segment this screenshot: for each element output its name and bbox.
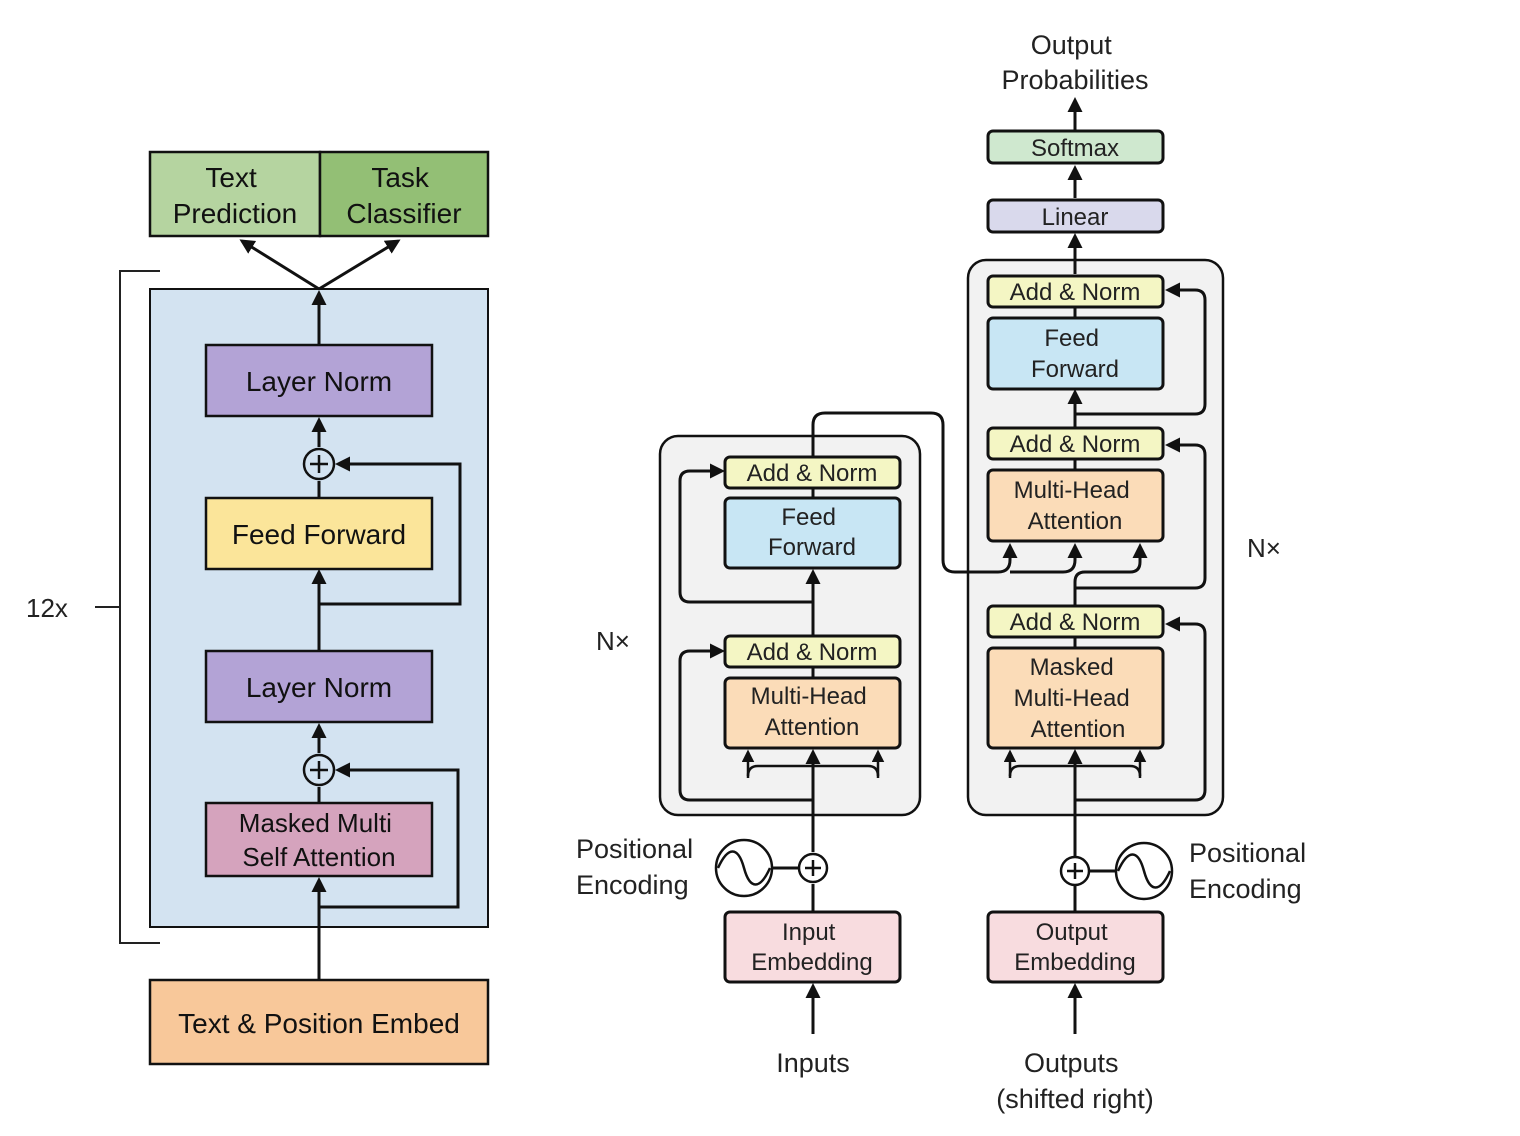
arrow-to-text-prediction	[239, 239, 320, 291]
decoder-add-norm-1	[986, 274, 1165, 309]
softmax-label: Softmax	[1031, 135, 1119, 162]
add-circle-icon	[1059, 855, 1091, 887]
decoder-repeat-label: N×	[1247, 533, 1281, 563]
inputs-label: Inputs	[776, 1048, 850, 1078]
arrow-to-task-classifier	[318, 239, 401, 291]
linear-box	[986, 198, 1165, 234]
decoder-residual-3	[1075, 282, 1207, 416]
encoder-attention-label: Multi-Head Attention	[751, 683, 874, 741]
decoder-residual-2	[1075, 437, 1207, 590]
layer-norm-bottom-box	[204, 649, 434, 724]
sine-wave-icon	[1114, 841, 1174, 901]
encoder-add-norm-top	[723, 455, 902, 490]
decoder-masked-attention	[986, 646, 1165, 750]
decoder-add-norm-2	[986, 426, 1165, 461]
transformer-diagram: N× N× Positional Encoding	[576, 30, 1314, 1114]
task-classifier-box	[318, 150, 490, 238]
encoder-add-norm-top-label: Add & Norm	[747, 460, 878, 487]
encoder-add-norm-bottom-label: Add & Norm	[747, 639, 878, 666]
layer-norm-bottom-label: Layer Norm	[246, 672, 392, 703]
layer-norm-top-label: Layer Norm	[246, 366, 392, 397]
encoder-to-decoder-v	[1010, 543, 1083, 574]
text-prediction-label: Text Prediction	[173, 162, 298, 229]
sine-wave-icon	[714, 838, 774, 898]
positional-encoding-right-label: Positional Encoding	[1189, 838, 1314, 904]
decoder-add-norm-2-label: Add & Norm	[1010, 431, 1141, 458]
decoder-add-norm-1-label: Add & Norm	[1010, 279, 1141, 306]
feed-forward-label: Feed Forward	[232, 519, 406, 550]
add-circle-icon	[797, 852, 829, 884]
gpt-diagram: Text Prediction Task Classifier 12x	[26, 150, 490, 1066]
decoder-cross-attention-label: Multi-Head Attention	[1014, 477, 1137, 535]
output-probabilities-label: Output Probabilities	[1001, 30, 1148, 95]
masked-attention-label: Masked Multi Self Attention	[239, 808, 399, 872]
text-position-embed-label: Text & Position Embed	[178, 1008, 460, 1039]
feed-forward-box	[204, 496, 434, 571]
decoder-masked-attention-label: Masked Multi-Head Attention	[1014, 654, 1137, 743]
encoder-add-norm-bottom	[723, 634, 902, 669]
output-embedding-label: Output Embedding	[1014, 919, 1135, 976]
add-circle-icon	[302, 753, 336, 787]
residual-1	[319, 762, 460, 909]
residual-2	[319, 456, 462, 606]
input-embedding-box	[723, 910, 902, 984]
masked-attention-box	[204, 801, 434, 878]
encoder-feed-forward	[723, 496, 902, 570]
decoder-feed-forward	[986, 316, 1165, 391]
add-circle-icon	[302, 447, 336, 481]
layer-norm-top-box	[204, 343, 434, 418]
linear-label: Linear	[1042, 204, 1109, 231]
encoder-feed-forward-label: Feed Forward	[768, 504, 856, 561]
repeat-label: 12x	[26, 593, 68, 623]
text-prediction-box	[148, 150, 322, 238]
softmax-box	[986, 129, 1165, 165]
encoder-repeat-label: N×	[596, 626, 630, 656]
decoder-add-norm-3-label: Add & Norm	[1010, 609, 1141, 636]
text-position-embed-box	[148, 978, 490, 1066]
encoder-stack	[658, 434, 922, 817]
encoder-multi-head-attention	[723, 676, 902, 750]
decoder-add-norm-3	[986, 604, 1165, 639]
encoder-residual-1	[678, 643, 813, 802]
outputs-label: Outputs (shifted right)	[996, 1048, 1154, 1114]
decoder-query-to-cross	[1073, 543, 1148, 606]
positional-encoding-left-label: Positional Encoding	[576, 834, 701, 900]
input-embedding-label: Input Embedding	[751, 919, 872, 976]
encoder-to-decoder-k	[811, 411, 1018, 574]
decoder-residual-1	[1075, 616, 1207, 802]
output-embedding-box	[986, 910, 1165, 984]
decoder-cross-attention	[986, 468, 1165, 543]
task-classifier-label: Task Classifier	[346, 162, 461, 229]
encoder-residual-2	[678, 463, 813, 604]
decoder-feed-forward-label: Feed Forward	[1031, 325, 1119, 383]
